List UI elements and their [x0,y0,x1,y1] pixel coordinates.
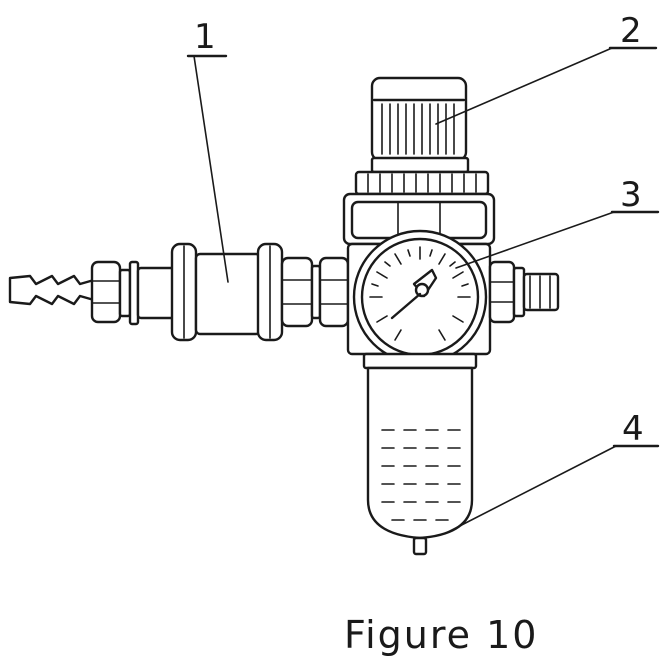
filter-bowl [362,352,478,556]
callout-2: 2 [620,11,642,51]
left-hex-nut [90,260,122,324]
pressure-gauge [352,229,488,365]
callout-3: 3 [620,175,642,215]
callout-4: 4 [622,409,644,449]
inline-fitting-body [170,242,284,342]
coupler [118,260,178,326]
figure-caption: Figure 10 [344,613,538,657]
outlet-fitting [488,260,560,324]
regulator-knob [370,76,470,174]
leader-lines [186,46,660,533]
hose-barb [8,274,96,306]
callout-1: 1 [194,17,216,57]
center-hex-nuts [280,256,350,328]
